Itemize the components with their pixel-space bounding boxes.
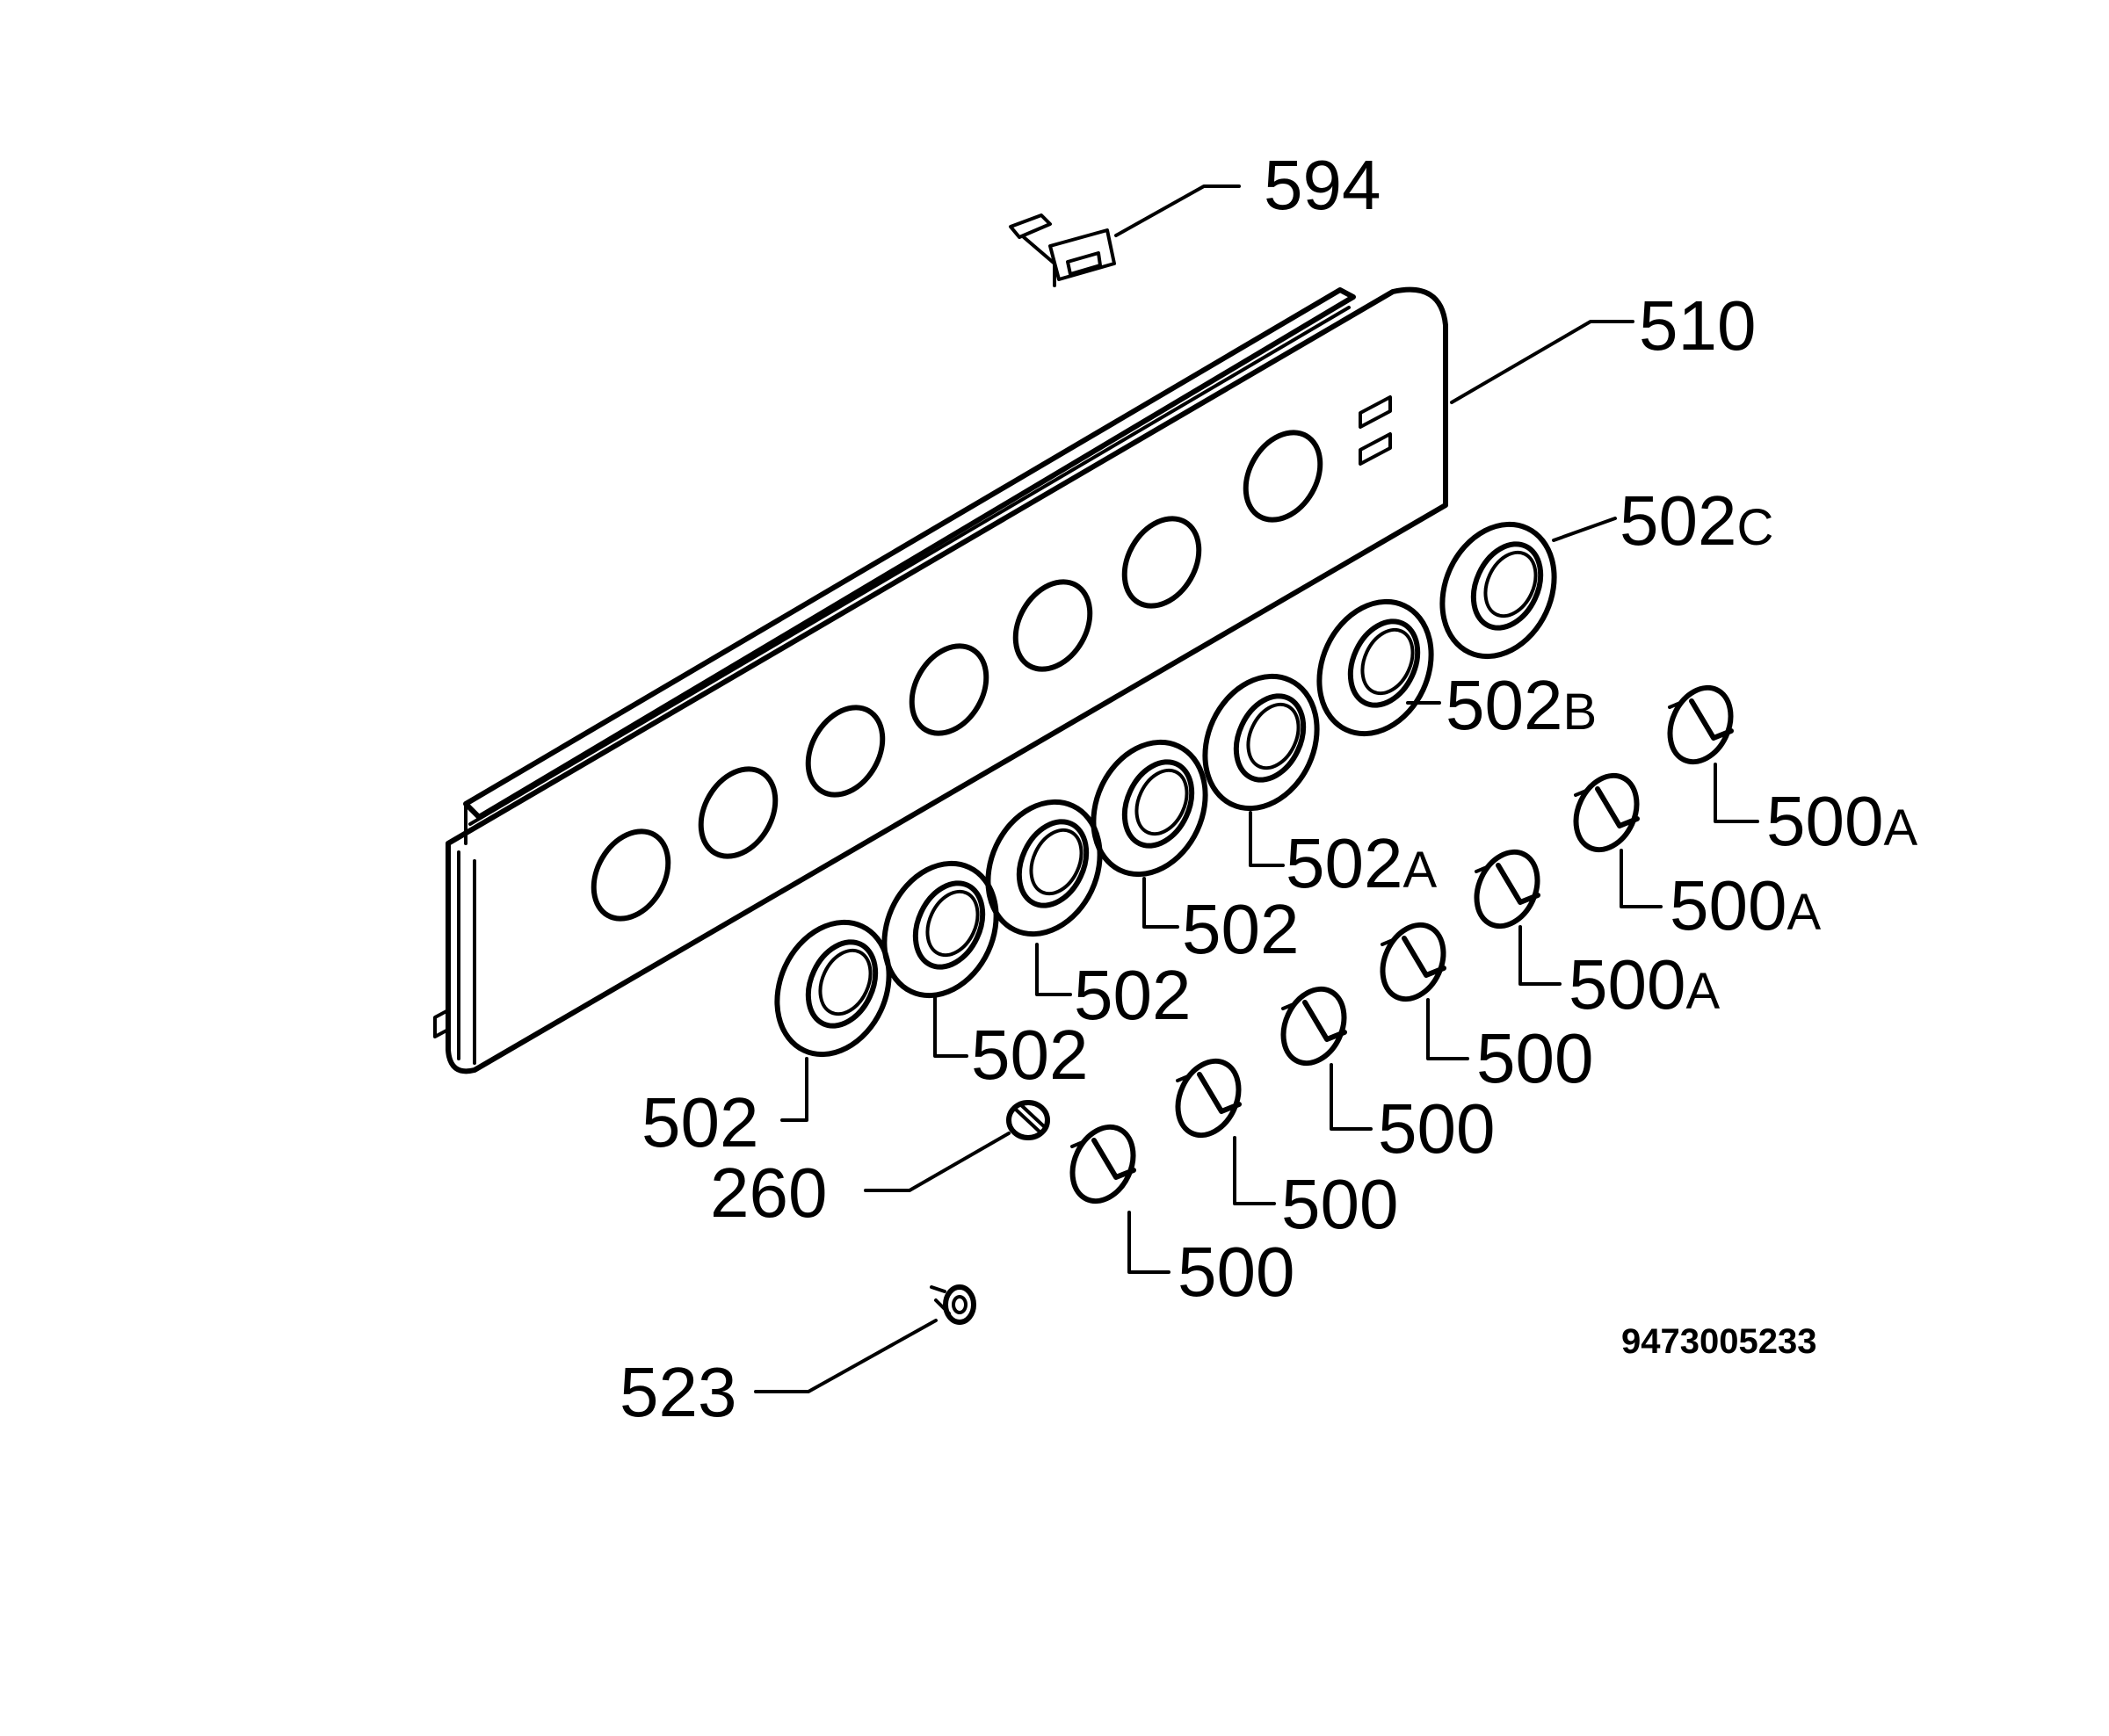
- label-502-b: 502: [1074, 956, 1191, 1034]
- bezel: [1316, 598, 1434, 737]
- bezel: [985, 799, 1103, 937]
- control-panel: [433, 286, 1448, 1074]
- knob: [1069, 1124, 1136, 1204]
- knobs: [1069, 684, 1734, 1204]
- knob: [1380, 922, 1446, 1002]
- switch-part: [1009, 213, 1116, 287]
- panel-holes: [591, 430, 1323, 922]
- spring-part: [1006, 1100, 1050, 1140]
- part-labels: 594 510 502C 502B 502A 502 502 502 502 5…: [620, 146, 1917, 1431]
- bezel: [1439, 521, 1557, 660]
- leader-lines: [754, 184, 1759, 1393]
- label-502-a: 502: [1182, 890, 1299, 968]
- label-502c: 502C: [1620, 481, 1773, 560]
- label-500a-b: 500A: [1670, 866, 1821, 944]
- screw-part: [930, 1284, 976, 1325]
- label-500a-c: 500A: [1569, 945, 1720, 1024]
- drawing-code: 9473005233: [1621, 1322, 1816, 1361]
- bezel: [881, 860, 999, 999]
- label-502a: 502A: [1286, 824, 1437, 902]
- label-510: 510: [1639, 286, 1756, 365]
- bezel-rings: [774, 521, 1557, 1058]
- bezel: [774, 919, 892, 1058]
- knob: [1573, 772, 1640, 853]
- knob: [1175, 1058, 1242, 1139]
- label-500a-a: 500A: [1766, 782, 1917, 860]
- knob: [1280, 986, 1347, 1067]
- label-500-b: 500: [1378, 1089, 1495, 1168]
- label-594: 594: [1264, 146, 1381, 224]
- label-260: 260: [710, 1154, 827, 1232]
- label-502-c: 502: [971, 1016, 1088, 1094]
- bezel: [1202, 673, 1320, 812]
- label-500-d: 500: [1178, 1233, 1294, 1311]
- knob: [1667, 684, 1734, 765]
- label-523: 523: [620, 1353, 736, 1431]
- knob: [1474, 849, 1540, 929]
- bezel: [1091, 739, 1208, 878]
- label-502b: 502B: [1446, 666, 1597, 744]
- label-500-c: 500: [1281, 1165, 1398, 1243]
- label-500-a: 500: [1476, 1019, 1593, 1097]
- label-502-d: 502: [641, 1083, 758, 1161]
